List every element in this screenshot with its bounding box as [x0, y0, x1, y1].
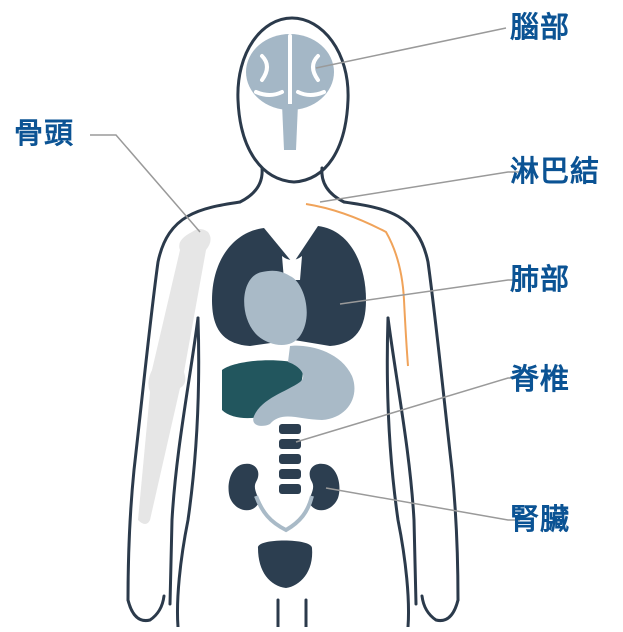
bladder-illustration	[258, 541, 312, 589]
right-torso	[387, 318, 408, 627]
right-lung	[294, 226, 366, 346]
label-brain: 腦部	[510, 10, 570, 44]
label-lymph: 淋巴結	[510, 154, 600, 188]
label-kidney: 腎臟	[510, 502, 570, 536]
brain-leader	[316, 28, 506, 68]
kidney-leader	[326, 488, 520, 520]
label-lung: 肺部	[510, 262, 570, 296]
label-bone: 骨頭	[14, 116, 74, 150]
brain-illustration	[246, 34, 334, 150]
lymph-leader	[320, 172, 520, 202]
left-neck	[240, 168, 262, 202]
ureters-illustration	[256, 496, 312, 530]
spine-illustration	[279, 424, 301, 494]
left-hand	[128, 596, 164, 621]
label-spine: 脊椎	[510, 362, 570, 396]
right-hand	[422, 596, 458, 621]
right-neck	[322, 168, 344, 202]
